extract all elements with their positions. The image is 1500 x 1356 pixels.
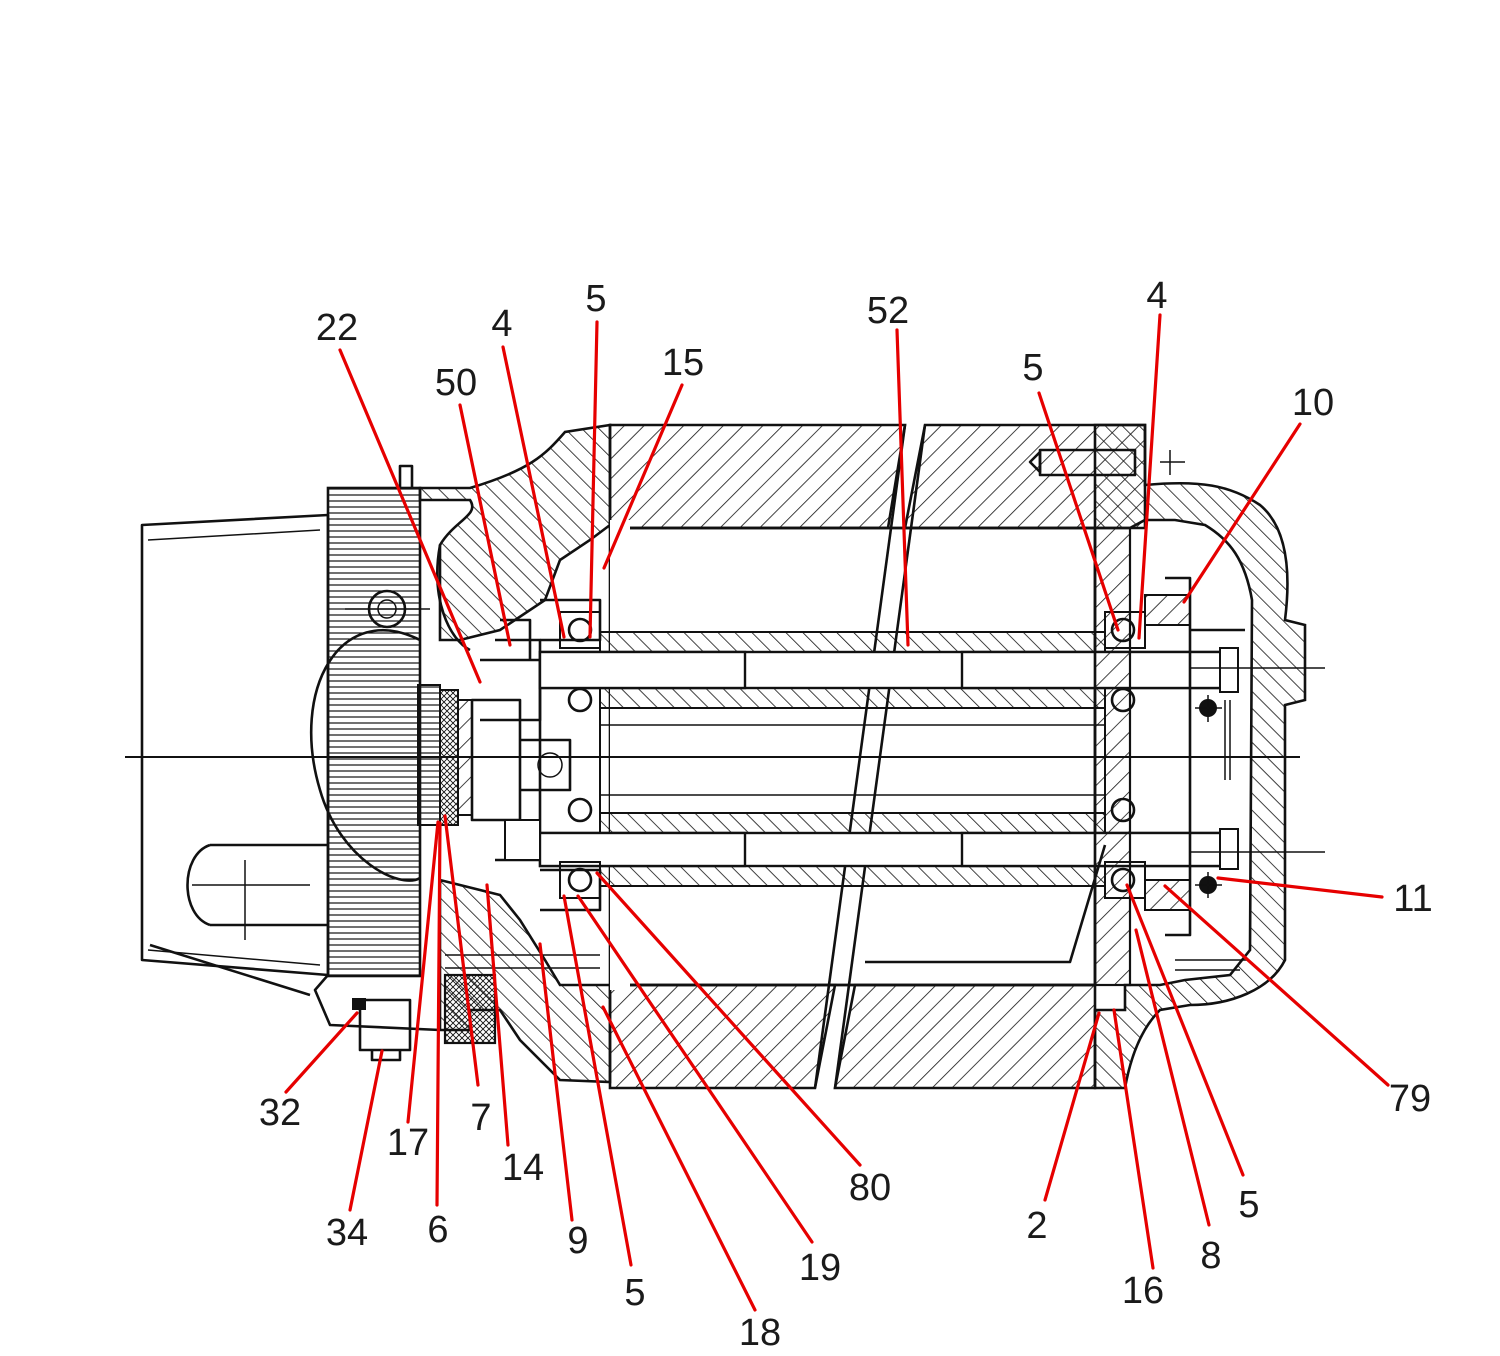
label-8: 8 xyxy=(1200,1235,1221,1277)
label-10: 10 xyxy=(1292,382,1334,424)
label-9: 9 xyxy=(567,1220,588,1262)
motor-housing xyxy=(140,464,430,997)
label-5-bottom-right: 5 xyxy=(1238,1184,1259,1226)
label-6: 6 xyxy=(427,1209,448,1251)
callout-labels: 22 4 5 15 50 52 5 4 10 11 79 32 17 7 14 … xyxy=(259,275,1433,1354)
label-5-top-right: 5 xyxy=(1022,347,1043,389)
label-18: 18 xyxy=(739,1312,781,1354)
label-14: 14 xyxy=(502,1147,544,1189)
label-7: 7 xyxy=(470,1097,491,1139)
label-5-bottom-left: 5 xyxy=(624,1272,645,1314)
label-15: 15 xyxy=(662,342,704,384)
label-50: 50 xyxy=(435,362,477,404)
label-16: 16 xyxy=(1122,1270,1164,1312)
label-79: 79 xyxy=(1389,1078,1431,1120)
label-22: 22 xyxy=(316,307,358,349)
label-17: 17 xyxy=(387,1122,429,1164)
label-52: 52 xyxy=(867,290,909,332)
label-34: 34 xyxy=(326,1212,368,1254)
label-32: 32 xyxy=(259,1092,301,1134)
label-2: 2 xyxy=(1026,1205,1047,1247)
label-19: 19 xyxy=(799,1247,841,1289)
label-11: 11 xyxy=(1393,878,1432,920)
label-4-right: 4 xyxy=(1146,275,1167,317)
label-80: 80 xyxy=(849,1167,891,1209)
label-4-left: 4 xyxy=(491,303,512,345)
label-5-top-left: 5 xyxy=(585,278,606,320)
leader-lines xyxy=(284,313,1390,1312)
